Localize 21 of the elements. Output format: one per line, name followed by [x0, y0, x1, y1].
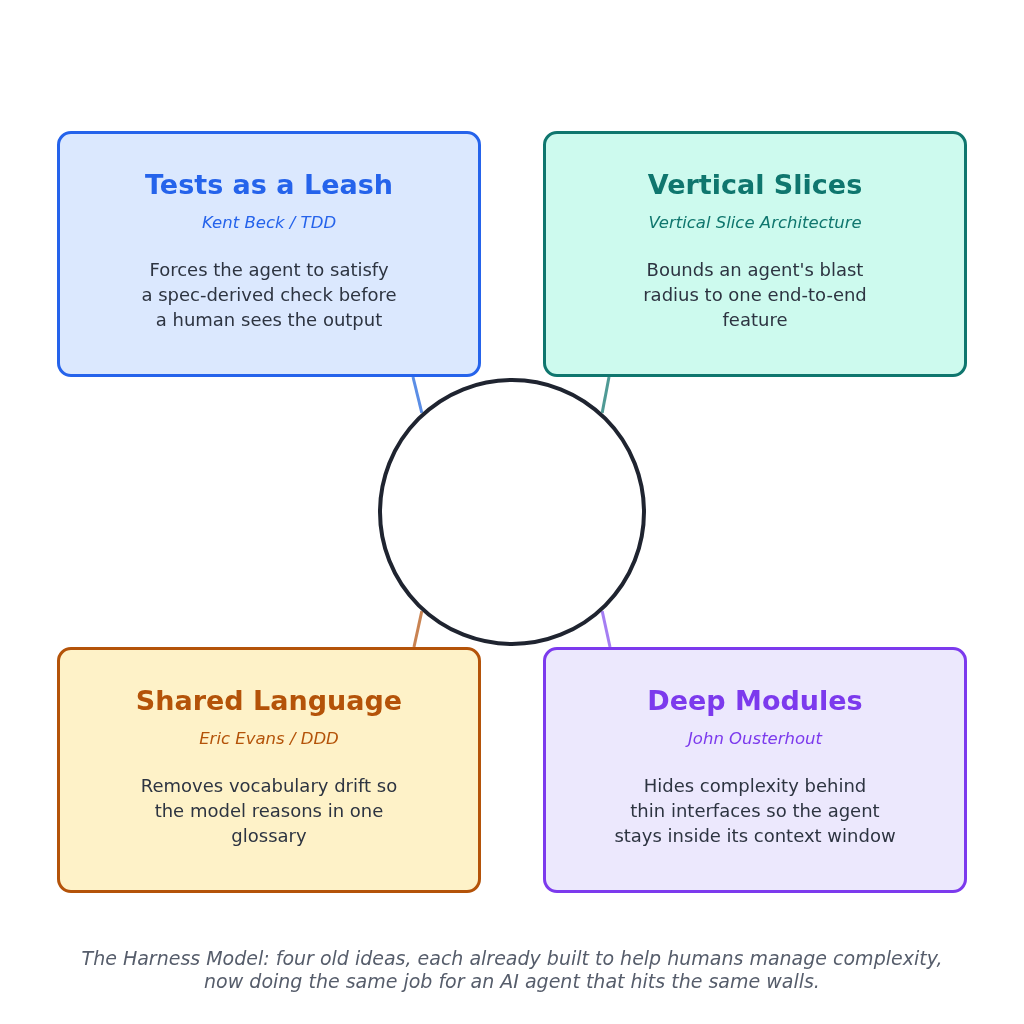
card	[57, 131, 481, 377]
card-description: Removes vocabulary drift so the model reasons in one glossary	[140, 774, 398, 848]
card-title: Tests as a Leash	[145, 169, 393, 200]
card	[543, 647, 967, 893]
card-title: Shared Language	[135, 685, 403, 716]
card-subtitle: Eric Evans / DDD	[199, 729, 339, 749]
card-subtitle: Kent Beck / TDD	[201, 213, 337, 233]
card-title: Deep Modules	[647, 685, 863, 716]
card-subtitle: John Ousterhout	[687, 729, 822, 749]
card-description: Forces the agent to satisfy a spec-derived check before a human sees the output	[141, 258, 397, 332]
card	[543, 131, 967, 377]
caption: The Harness Model: four old ideas, each already built to help humans manage complexity, now doing the same job for an AI agent that hits the same walls.	[80, 947, 944, 993]
card-description: Bounds an agent's blast radius to one end-to-end feature	[643, 258, 867, 332]
connector-line	[411, 376, 424, 414]
connector-line	[600, 610, 612, 648]
card-subtitle: Vertical Slice Architecture	[648, 213, 862, 233]
card-description: Hides complexity behind thin interfaces so the agent stays inside its context window	[614, 774, 896, 848]
connector-line	[412, 610, 424, 648]
card	[57, 647, 481, 893]
connector-line	[600, 376, 611, 414]
card-title: Vertical Slices	[647, 169, 863, 200]
